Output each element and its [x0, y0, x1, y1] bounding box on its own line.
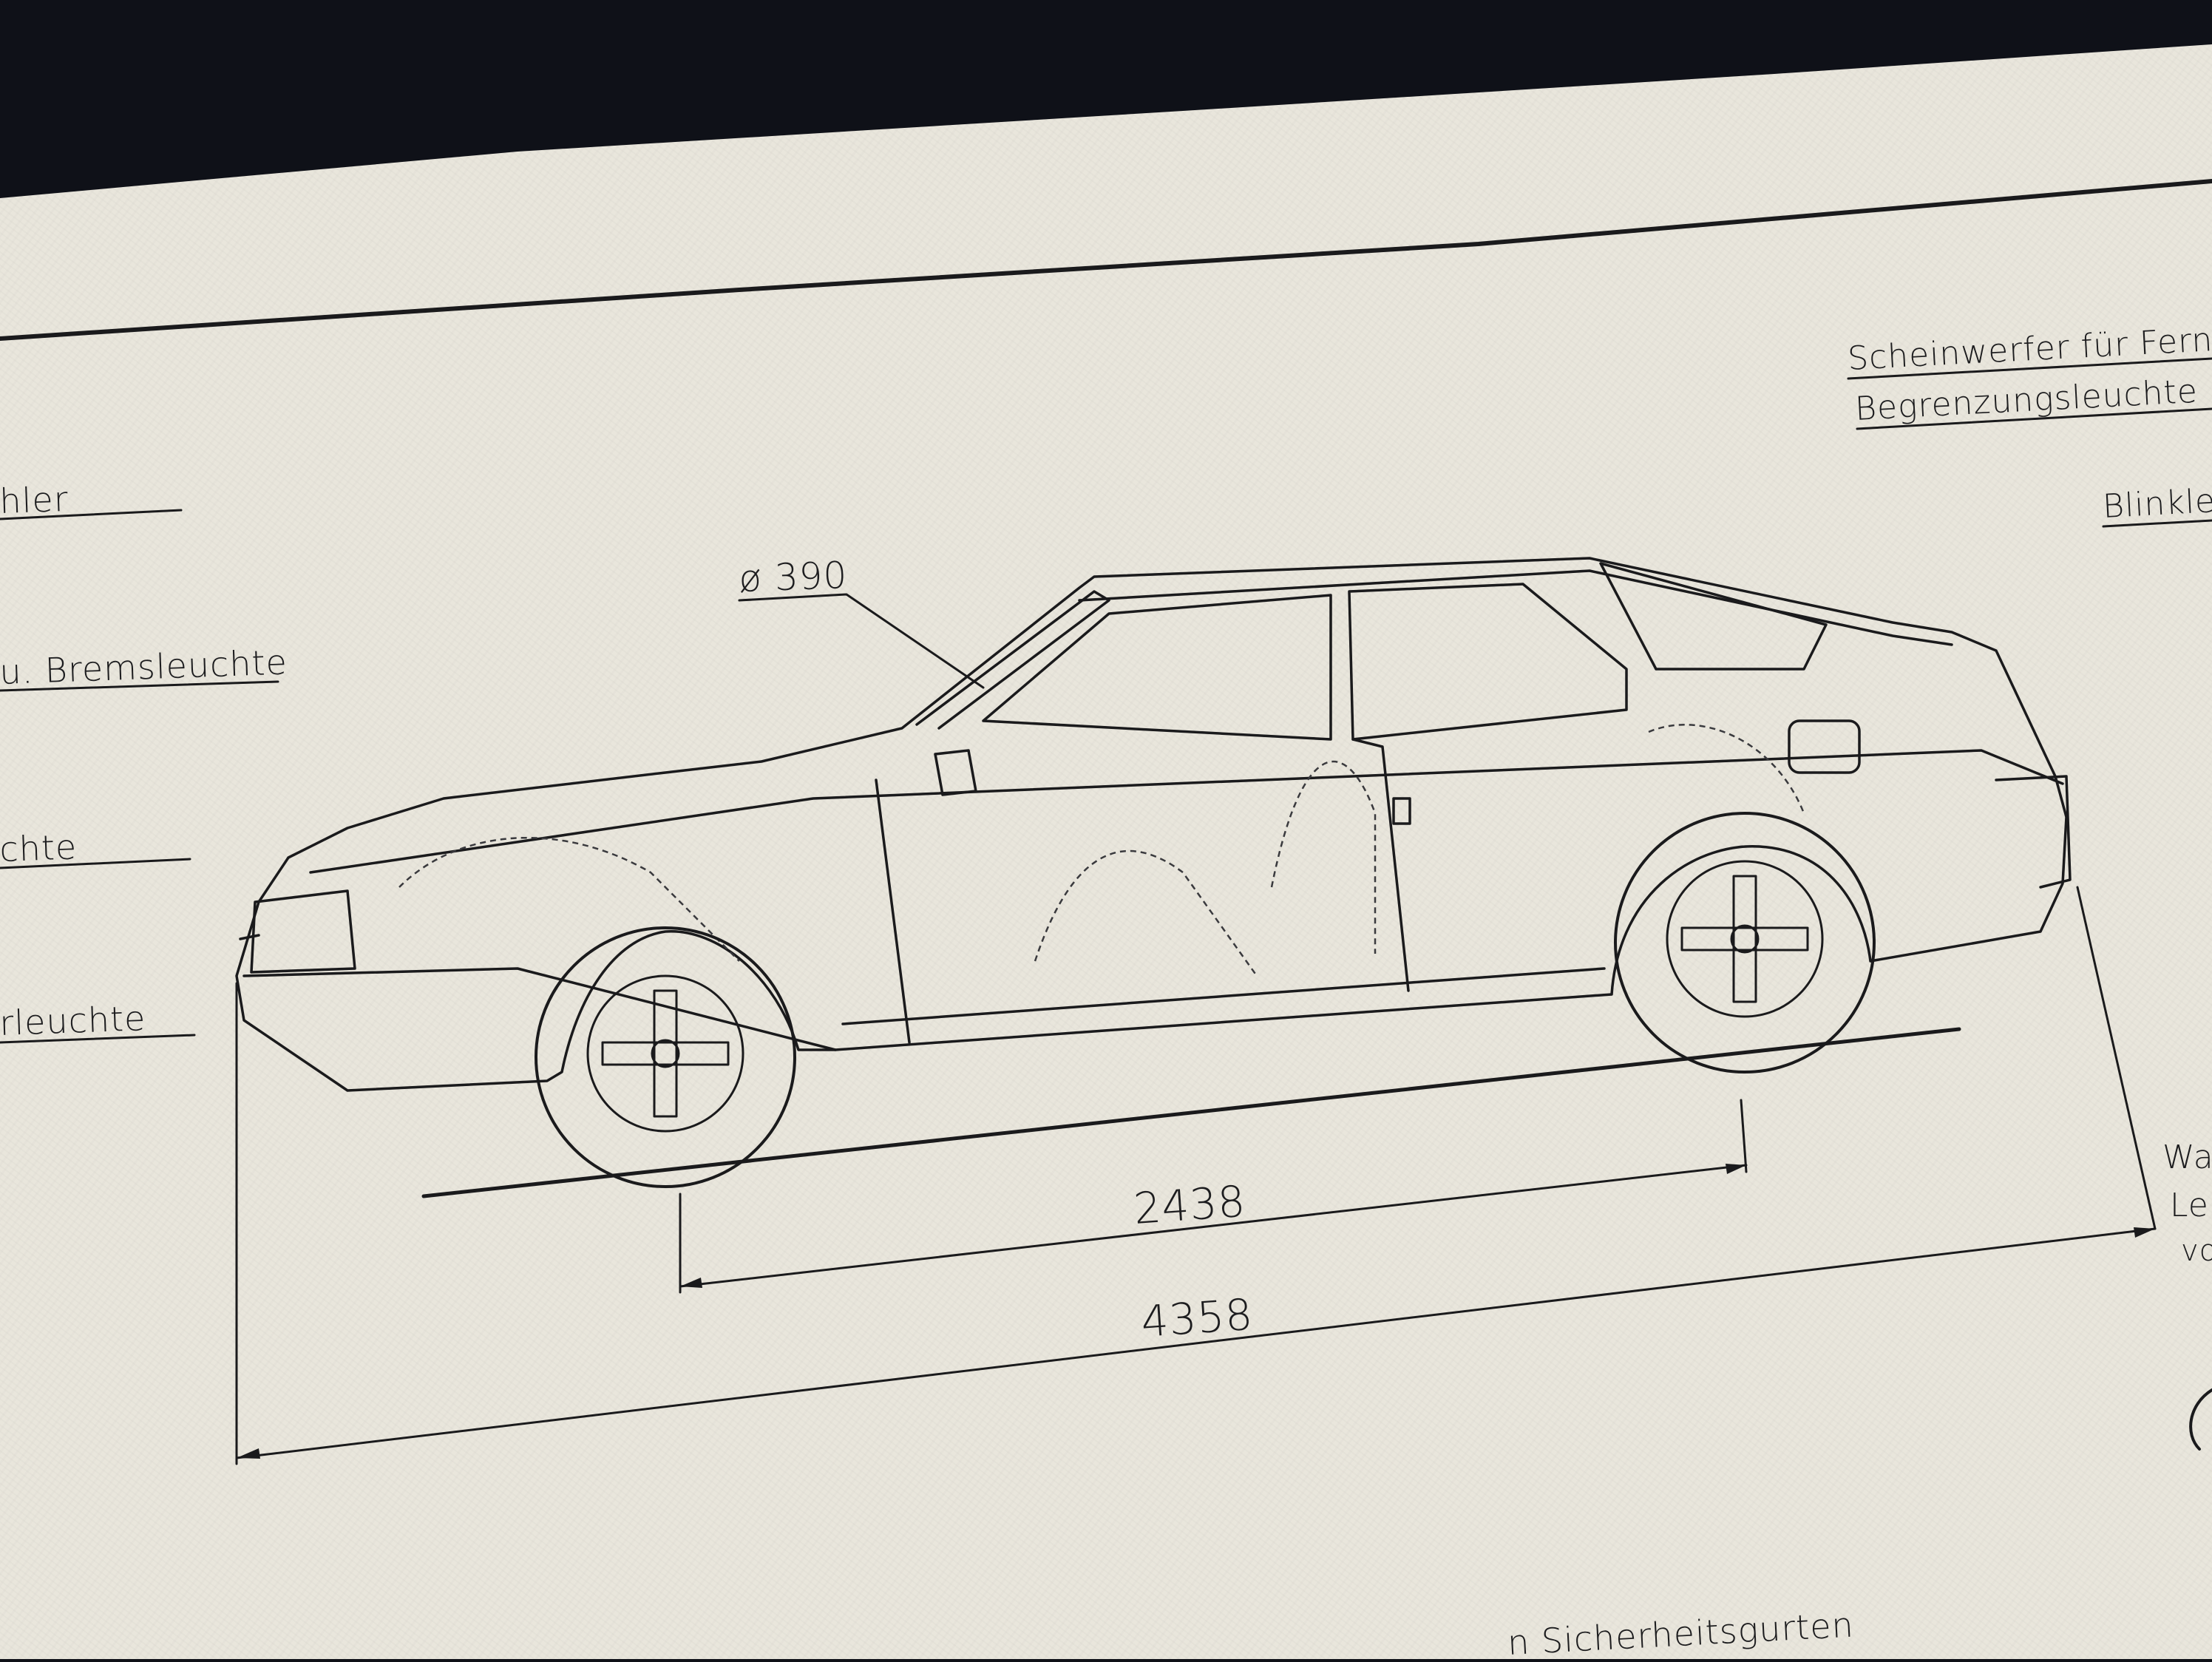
length-dimension-line	[235, 1227, 2157, 1459]
rear-side-window	[1348, 583, 1628, 741]
rear-wheel	[1614, 812, 1876, 1073]
rear-spoke-vertical	[1732, 875, 1757, 1003]
fuel-cap	[1788, 719, 1861, 774]
front-tire	[535, 926, 796, 1188]
car-body-outline	[235, 557, 2068, 1092]
wheelbase-arrow-left	[680, 1278, 702, 1288]
label-right-3c: vo	[2181, 1234, 2212, 1268]
paper-sheet	[0, 44, 2212, 1659]
windshield	[915, 590, 1110, 730]
front-side-window	[982, 594, 1332, 741]
wheelbase-value: 2438	[1132, 1176, 1247, 1234]
lower-front-line	[242, 967, 837, 1051]
diameter-label: ø 390	[738, 554, 848, 600]
door-front-edge	[875, 779, 911, 1044]
length-arrow-right	[2134, 1227, 2155, 1238]
rear-spoke-horizontal	[1680, 926, 1809, 952]
length-arrow-left	[237, 1448, 260, 1459]
rear-rim	[1666, 860, 1824, 1018]
label-right-3b: Lei	[2170, 1187, 2212, 1224]
engine-outline	[398, 836, 740, 962]
underline-left-3	[0, 858, 191, 869]
label-left-3: chte	[0, 827, 78, 869]
top-border-rule	[0, 179, 2212, 341]
door-rear-edge	[1351, 738, 1410, 992]
label-right-3a: Wa	[2162, 1139, 2212, 1176]
sill-line	[841, 967, 1606, 1025]
front-wheel	[535, 926, 796, 1188]
length-extension-rear	[2076, 886, 2157, 1230]
underline-left-4	[0, 1034, 196, 1044]
front-spoke-horizontal	[601, 1041, 730, 1066]
belt-line	[309, 749, 2064, 874]
underline-left-1	[0, 509, 183, 520]
rear-hub	[1730, 924, 1760, 954]
front-hub	[651, 1039, 680, 1068]
label-left-1: hler	[0, 479, 69, 521]
interior-seat-rear	[1270, 760, 1377, 954]
front-spoke-vertical	[653, 989, 678, 1118]
overall-length-dimension: 4358	[235, 886, 2157, 1465]
front-rim	[586, 974, 744, 1133]
ground-line	[421, 1027, 1961, 1198]
rear-suspension-outline	[1648, 724, 1805, 814]
roof-line	[1078, 569, 1953, 646]
partial-circle-mark	[2189, 1388, 2212, 1451]
underline-right-1b	[1856, 407, 2212, 430]
car-side-view	[235, 557, 2072, 1092]
interior-seat-front	[1034, 849, 1258, 977]
front-grille	[239, 934, 260, 940]
diameter-leader-line	[738, 593, 985, 689]
rear-tire	[1614, 812, 1876, 1073]
side-mirror	[934, 749, 977, 796]
label-right-2: Blinkle	[2102, 482, 2212, 526]
underline-right-1a	[1847, 357, 2212, 380]
overall-length-value: 4358	[1139, 1289, 1255, 1347]
label-left-4: rleuchte	[0, 998, 146, 1043]
wheelbase-arrow-right	[1726, 1164, 1746, 1174]
underline-left-2	[0, 680, 279, 692]
headlight	[250, 889, 356, 974]
door-handle	[1392, 797, 1411, 825]
wheelbase-dimension-line	[679, 1164, 1748, 1288]
wheelbase-dimension: 2438	[679, 1099, 1748, 1294]
underline-right-2	[2102, 519, 2212, 528]
rear-hatch-glass	[1599, 562, 1828, 671]
wheelbase-extension-rear	[1740, 1099, 1748, 1173]
rear-bumper	[1995, 775, 2072, 889]
